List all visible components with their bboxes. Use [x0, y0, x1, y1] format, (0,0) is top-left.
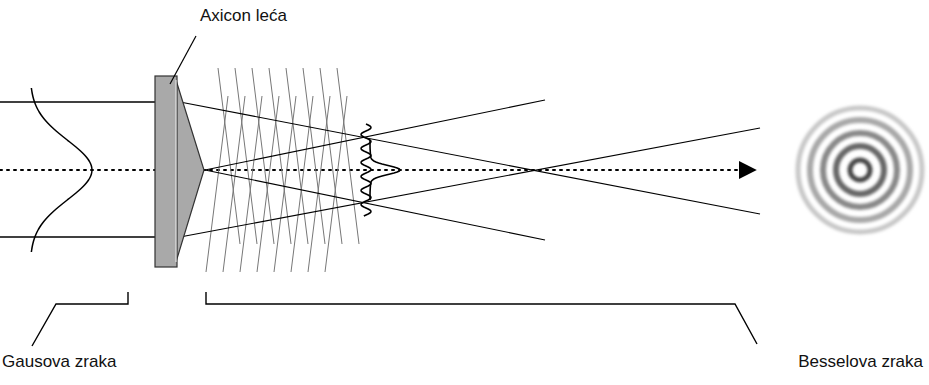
beam-edge	[0, 101, 155, 102]
rays	[180, 100, 760, 240]
label-text: Besselova zraka	[798, 352, 923, 372]
optical-axis	[0, 169, 755, 171]
interference-profile	[361, 124, 400, 216]
wavefronts	[206, 68, 359, 272]
gaussian-profile	[31, 88, 92, 252]
axicon-lens	[155, 76, 204, 267]
bracket	[32, 292, 757, 346]
label-text: Gausova zraka	[2, 352, 116, 372]
beam-edge	[0, 236, 155, 237]
label-text: Axicon leća	[200, 6, 287, 26]
leader-line	[170, 36, 196, 84]
bessel-pattern	[798, 108, 922, 232]
